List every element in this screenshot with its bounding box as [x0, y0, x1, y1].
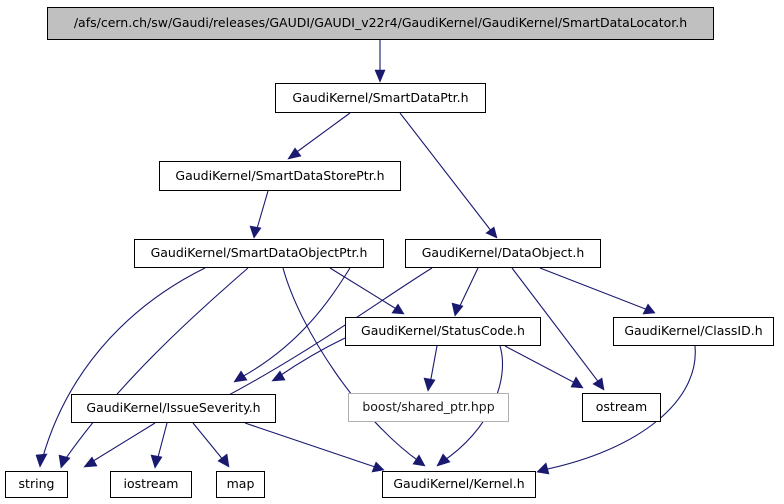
- arrowhead-smartdataptr-to-smartdatastoreptr: [287, 147, 302, 160]
- arrowhead-issueseverity-to-kernel: [371, 461, 385, 473]
- node-string[interactable]: string: [5, 471, 68, 498]
- arrowhead-smartdataptr-to-dataobject: [485, 226, 498, 239]
- node-kernel[interactable]: GaudiKernel/Kernel.h: [382, 471, 536, 498]
- node-issueseverity[interactable]: GaudiKernel/IssueSeverity.h: [71, 394, 276, 423]
- node-label-classid: GaudiKernel/ClassID.h: [624, 323, 763, 339]
- arrowhead-smartdataobjectptr-to-statuscode: [391, 303, 405, 315]
- node-root[interactable]: /afs/cern.ch/sw/Gaudi/releases/GAUDI/GAU…: [47, 7, 714, 40]
- edge-dataobject-to-kernel: [199, 267, 433, 411]
- arrowhead-smartdataobjectptr-to-kernel: [412, 454, 426, 467]
- arrowhead-smartdataobjectptr-to-string: [35, 453, 48, 468]
- arrowhead-smartdataobjectptr-to-issueseverity: [233, 370, 248, 383]
- arrowhead-dataobject-to-ostream: [592, 377, 605, 391]
- edge-issueseverity-to-map: [192, 422, 225, 462]
- arrowhead-statuscode-to-boostsharedptr: [423, 377, 436, 392]
- arrowhead-statuscode-to-issueseverity: [271, 370, 286, 382]
- node-label-iostream: iostream: [123, 476, 179, 492]
- node-dataobject[interactable]: GaudiKernel/DataObject.h: [405, 239, 601, 268]
- edge-smartdataobjectptr-to-kernel: [282, 267, 421, 463]
- edge-issueseverity-to-kernel: [244, 422, 379, 469]
- arrowhead-dataobject-to-statuscode: [451, 302, 464, 317]
- node-iostream[interactable]: iostream: [110, 471, 192, 498]
- arrowhead-issueseverity-to-iostream: [150, 454, 163, 469]
- node-label-statuscode: GaudiKernel/StatusCode.h: [361, 323, 525, 339]
- arrowhead-statuscode-to-kernel: [436, 453, 451, 467]
- node-label-smartdatastoreptr: GaudiKernel/SmartDataStorePtr.h: [175, 167, 385, 183]
- arrowhead-smartdataobjectptr-to-string: [58, 454, 71, 469]
- edge-smartdataptr-to-smartdatastoreptr: [293, 112, 351, 155]
- arrowhead-root-to-smartdataptr: [374, 69, 386, 83]
- node-smartdataobjectptr[interactable]: GaudiKernel/SmartDataObjectPtr.h: [134, 239, 384, 268]
- arrowhead-smartdatastoreptr-to-smartdataobjectptr: [249, 225, 262, 239]
- node-label-string: string: [18, 476, 55, 492]
- edge-dataobject-to-statuscode: [457, 267, 479, 311]
- arrowhead-statuscode-to-ostream: [570, 376, 584, 389]
- node-label-dataobject: GaudiKernel/DataObject.h: [421, 245, 585, 261]
- node-smartdataptr[interactable]: GaudiKernel/SmartDataPtr.h: [275, 83, 486, 113]
- node-label-ostream: ostream: [595, 399, 648, 415]
- arrowhead-issueseverity-to-map: [217, 453, 230, 468]
- node-label-boostsharedptr: boost/shared_ptr.hpp: [362, 399, 495, 415]
- arrowhead-dataobject-to-classid: [642, 303, 656, 315]
- edge-dataobject-to-classid: [539, 267, 649, 311]
- node-label-smartdataptr: GaudiKernel/SmartDataPtr.h: [292, 89, 469, 105]
- edge-dataobject-to-ostream: [511, 267, 601, 385]
- edge-smartdataobjectptr-to-string: [41, 267, 206, 461]
- node-label-map: map: [226, 476, 255, 492]
- node-boostsharedptr[interactable]: boost/shared_ptr.hpp: [348, 393, 509, 422]
- edge-issueseverity-to-iostream: [156, 422, 168, 462]
- arrowhead-classid-to-kernel: [536, 462, 550, 475]
- node-map[interactable]: map: [216, 471, 265, 498]
- edge-smartdataobjectptr-to-statuscode: [329, 267, 399, 311]
- edge-issueseverity-to-string: [89, 422, 156, 464]
- edge-statuscode-to-boostsharedptr: [429, 345, 438, 385]
- edge-smartdataobjectptr-to-string: [63, 267, 249, 462]
- edge-statuscode-to-ostream: [504, 345, 578, 385]
- node-smartdatastoreptr[interactable]: GaudiKernel/SmartDataStorePtr.h: [159, 161, 401, 191]
- edge-smartdatastoreptr-to-smartdataobjectptr: [255, 190, 269, 233]
- node-ostream[interactable]: ostream: [582, 393, 661, 422]
- edge-statuscode-to-issueseverity: [277, 337, 346, 378]
- edge-smartdataobjectptr-to-issueseverity: [239, 267, 351, 379]
- node-label-kernel: GaudiKernel/Kernel.h: [393, 476, 525, 492]
- node-label-smartdataobjectptr: GaudiKernel/SmartDataObjectPtr.h: [150, 245, 368, 261]
- node-label-root: /afs/cern.ch/sw/Gaudi/releases/GAUDI/GAU…: [73, 15, 688, 31]
- edge-smartdataptr-to-dataobject: [399, 112, 493, 233]
- arrowhead-issueseverity-to-string: [83, 456, 98, 468]
- node-label-issueseverity: GaudiKernel/IssueSeverity.h: [86, 400, 261, 416]
- node-classid[interactable]: GaudiKernel/ClassID.h: [613, 317, 774, 346]
- node-statuscode[interactable]: GaudiKernel/StatusCode.h: [345, 317, 541, 346]
